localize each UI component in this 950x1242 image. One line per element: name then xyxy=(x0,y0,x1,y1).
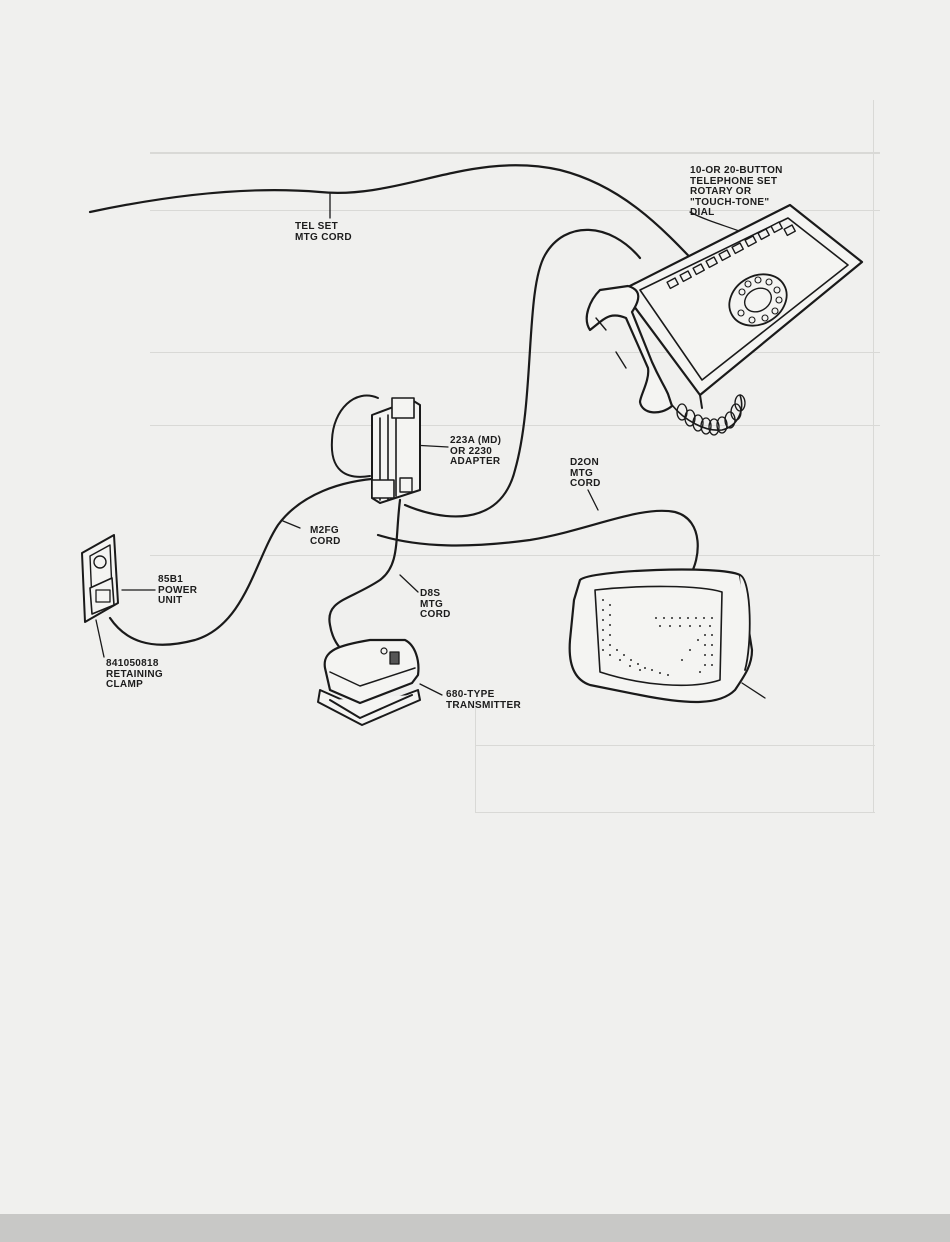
speaker-unit xyxy=(570,570,752,702)
label-transmitter: 680-TYPE TRANSMITTER xyxy=(446,690,521,711)
leader-clamp xyxy=(96,620,104,657)
telephone-set xyxy=(587,205,862,435)
label-power-unit: 85B1 POWER UNIT xyxy=(158,575,197,607)
leader-transmitter xyxy=(420,684,442,695)
adapter-223a xyxy=(372,398,420,503)
label-retaining-clamp: 841050818 RETAINING CLAMP xyxy=(106,659,163,691)
leader-m2fg xyxy=(283,521,300,528)
tel-set-mtg-cord xyxy=(90,165,700,268)
label-d20n-mtg-cord: D2ON MTG CORD xyxy=(570,458,601,490)
leader-d8s xyxy=(400,575,418,592)
label-telephone-set: 10-OR 20-BUTTON TELEPHONE SET ROTARY OR … xyxy=(690,166,783,219)
transmitter-680 xyxy=(318,640,420,725)
label-adapter: 223A (MD) OR 2230 ADAPTER xyxy=(450,436,501,468)
label-d8s-mtg-cord: D8S MTG CORD xyxy=(420,589,451,621)
d20n-mtg-cord xyxy=(378,511,698,575)
d8s-mtg-cord xyxy=(329,500,400,660)
phone-to-adapter-cord xyxy=(405,230,640,517)
label-m2fg-cord: M2FG CORD xyxy=(310,526,341,547)
leader-speaker xyxy=(742,683,765,698)
m2fg-cord xyxy=(110,478,385,645)
leader-d20n xyxy=(588,490,598,510)
power-outlet xyxy=(82,535,118,622)
label-tel-set-mtg-cord: TEL SET MTG CORD xyxy=(295,222,352,243)
scan-bottom-edge xyxy=(0,1214,950,1242)
